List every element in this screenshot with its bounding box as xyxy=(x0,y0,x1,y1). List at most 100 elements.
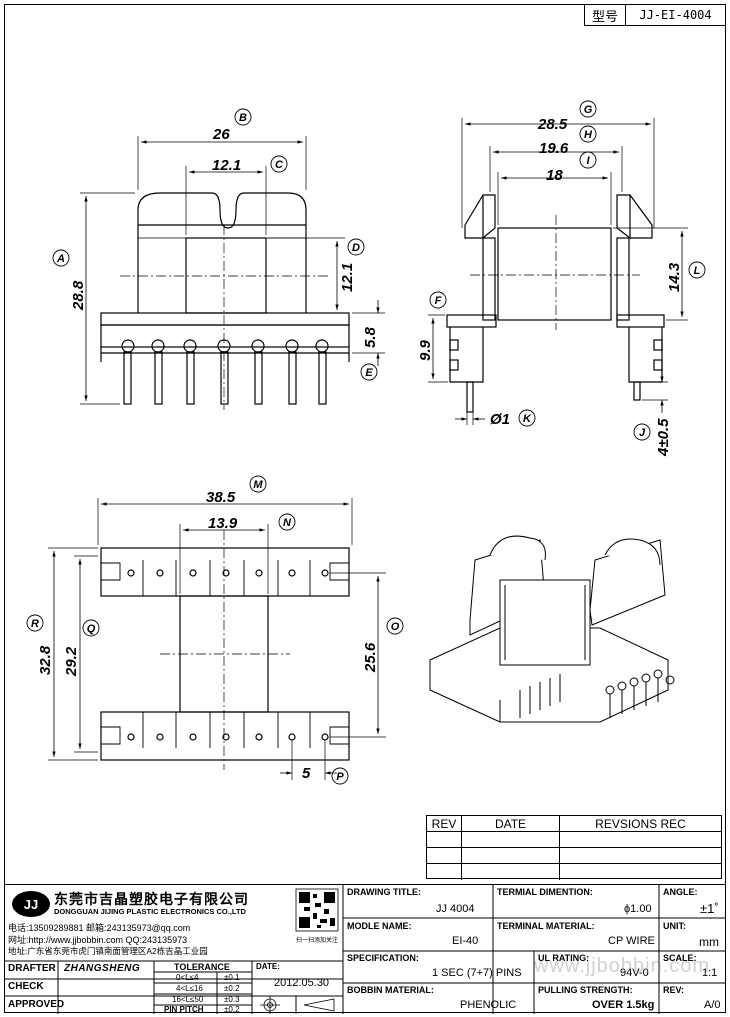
drafter-name: ZHANGSHENG xyxy=(64,963,141,974)
tolerance-value-1: ±0.1 xyxy=(224,973,240,982)
dim-O: 25.6 xyxy=(362,642,379,673)
tolerance-value-4: ±0.2 xyxy=(224,1005,240,1014)
company-name-en: DONGGUAN JIJING PLASTIC ELECTRONICS CO.,… xyxy=(54,907,246,916)
terminal-material: CP WIRE xyxy=(608,935,655,947)
check-label: CHECK xyxy=(8,981,44,992)
dim-R: 32.8 xyxy=(37,645,54,675)
marker-B: B xyxy=(239,112,247,124)
model-number-label: 型号 xyxy=(585,5,626,25)
projection-symbol xyxy=(260,996,335,1014)
model-number-value: JJ-EI-4004 xyxy=(639,8,712,22)
iso-pins xyxy=(519,669,675,718)
model-name-label: MODLE NAME: xyxy=(347,921,412,931)
marker-M: M xyxy=(253,479,263,491)
company-contact-1: 电话:13509289881 邮箱:243135973@qq.com xyxy=(8,923,191,933)
marker-D: D xyxy=(352,242,360,254)
company-contact-2: 网址:http://www.jjbobbin.com QQ:243135973 xyxy=(8,935,188,945)
dim-D: 12.1 xyxy=(339,263,356,292)
dim-L: 14.3 xyxy=(666,262,683,292)
scale-label: SCALE: xyxy=(663,953,697,963)
marker-R: R xyxy=(31,618,39,630)
terminal-dimension-label: TERMIAL DIMENTION: xyxy=(497,887,593,897)
date-value: 2012.05.30 xyxy=(274,977,330,989)
tolerance-range-3: 16<L≤50 xyxy=(172,995,204,1004)
tolerance-range-2: 4<L≤16 xyxy=(176,984,203,993)
pulling-strength: OVER 1.5kg xyxy=(592,999,655,1011)
dim-N: 13.9 xyxy=(208,515,238,532)
approved-label: APPROVED xyxy=(8,999,65,1010)
title-block-grid xyxy=(4,885,726,1014)
bottom-view xyxy=(48,498,386,780)
dim-A: 28.8 xyxy=(70,280,87,311)
title-block: JJ 东莞市吉晶塑胶电子有限公司 DONGGUAN JIJING PLASTIC… xyxy=(4,884,726,1014)
company-address: 地址:广东省东莞市虎门镇南面管理区A2栋吉晶工业园 xyxy=(8,946,208,956)
rev-value: A/0 xyxy=(704,999,721,1011)
dim-K: Ø1 xyxy=(490,411,510,428)
date-label: DATE: xyxy=(256,962,280,971)
model-name: EI-40 xyxy=(452,935,479,947)
drawing-title: JJ 4004 xyxy=(436,903,475,915)
side-view xyxy=(428,118,688,425)
model-number-box: 型号 JJ-EI-4004 xyxy=(584,4,726,26)
rev-header: REV xyxy=(427,816,462,831)
marker-A: A xyxy=(56,253,65,265)
callout-circles xyxy=(26,100,706,785)
rev-label: REV: xyxy=(663,985,685,995)
marker-H: H xyxy=(584,129,593,141)
bottom-pins xyxy=(127,569,329,741)
dim-F: 9.9 xyxy=(417,339,434,361)
drafter-label: DRAFTER xyxy=(8,963,56,974)
marker-E: E xyxy=(365,367,373,379)
unit-label: UNIT: xyxy=(663,921,686,931)
marker-P: P xyxy=(336,771,344,783)
angle-value: ±1˚ xyxy=(700,901,719,916)
qr-caption: 扫一扫添加关注 xyxy=(296,938,339,944)
dim-M: 38.5 xyxy=(206,489,236,506)
marker-L: L xyxy=(694,265,701,277)
tolerance-value-3: ±0.3 xyxy=(224,995,240,1004)
angle-label: ANGLE: xyxy=(663,887,698,897)
terminal-dimension: ϕ1.00 xyxy=(624,903,652,915)
dim-Q: 29.2 xyxy=(63,646,80,677)
drawing-frame xyxy=(4,4,726,1013)
specification-label: SPECIFICATION: xyxy=(347,953,419,963)
unit-value: mm xyxy=(699,935,719,949)
bobbin-material-label: BOBBIN MATERIAL: xyxy=(347,985,434,995)
marker-C: C xyxy=(275,159,284,171)
qr-code xyxy=(295,888,339,932)
marker-F: F xyxy=(435,295,442,307)
tolerance-range-4: PIN PITCH xyxy=(164,1005,204,1014)
scale-value: 1:1 xyxy=(702,967,718,979)
marker-O: O xyxy=(391,621,400,633)
bobbin-material: PHENOLIC xyxy=(460,999,517,1011)
front-view xyxy=(80,136,385,410)
date-header: DATE xyxy=(462,816,560,831)
dim-H: 19.6 xyxy=(539,140,569,157)
tolerance-label: TOLERANCE xyxy=(174,962,230,972)
company-logo: JJ xyxy=(12,891,50,917)
ul-rating: 94V-0 xyxy=(620,967,649,979)
marker-I: I xyxy=(586,155,590,167)
dim-B: 26 xyxy=(212,126,230,143)
tolerance-value-2: ±0.2 xyxy=(224,984,240,993)
company-name-cn: 东莞市吉晶塑胶电子有限公司 xyxy=(54,891,249,907)
revision-table: REV DATE REVSIONS REC xyxy=(426,815,722,880)
tolerance-range-1: 0<L≤4 xyxy=(176,973,199,982)
dim-I: 18 xyxy=(546,167,563,184)
dim-J: 4±0.5 xyxy=(655,418,672,457)
specification: 1 SEC (7+7) PINS xyxy=(432,967,522,979)
dim-C: 12.1 xyxy=(212,157,241,174)
revisions-header: REVSIONS REC xyxy=(595,816,686,831)
marker-N: N xyxy=(283,517,292,529)
isometric-view xyxy=(429,535,675,723)
pulling-strength-label: PULLING STRENGTH: xyxy=(538,985,633,995)
dim-P: 5 xyxy=(302,765,311,782)
dim-E: 5.8 xyxy=(362,326,379,348)
terminal-material-label: TERMINAL MATERIAL: xyxy=(497,921,595,931)
marker-G: G xyxy=(584,104,593,116)
marker-J: J xyxy=(639,427,646,439)
drawing-title-label: DRAWING TITLE: xyxy=(347,887,421,897)
marker-Q: Q xyxy=(87,623,96,635)
marker-K: K xyxy=(523,413,532,425)
